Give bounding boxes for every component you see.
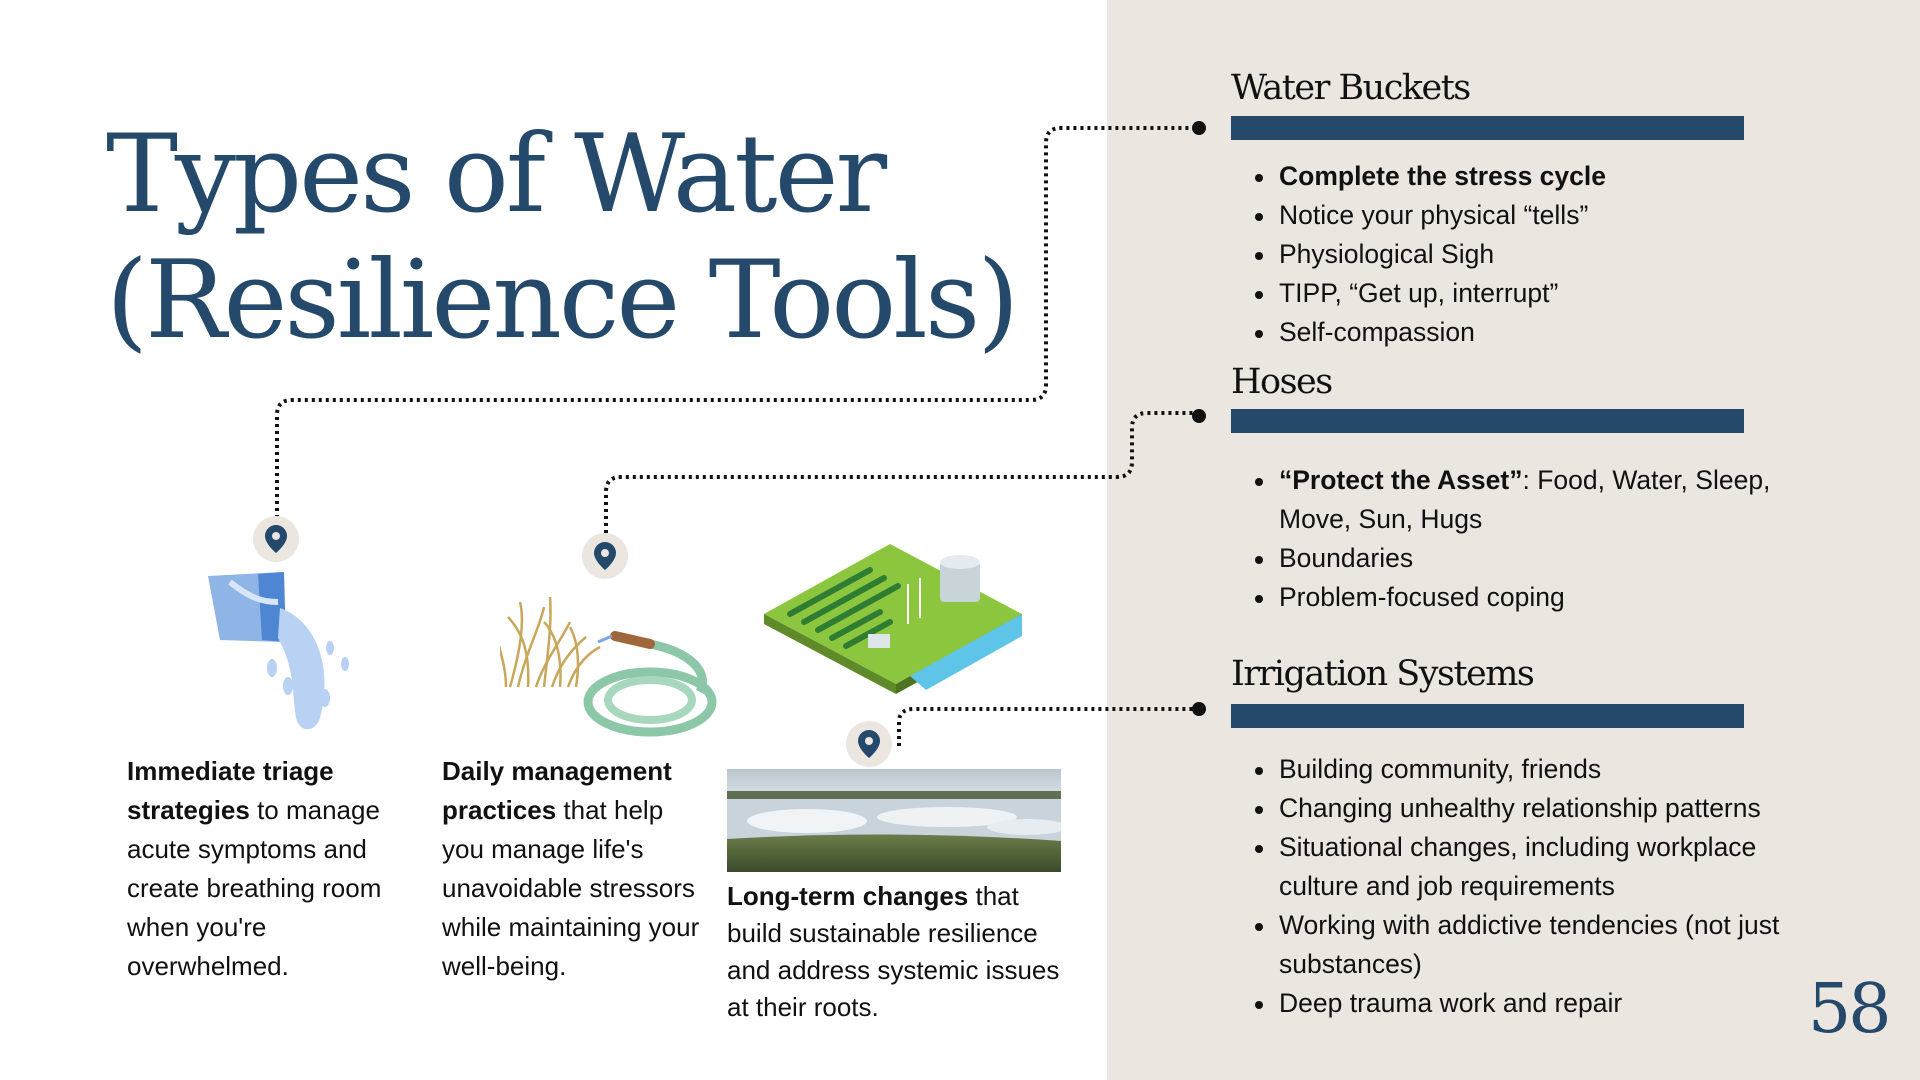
title-line-2: (Resilience Tools) [106,238,1019,363]
connector-buckets [275,126,1195,518]
bullet-list-water-buckets: Complete the stress cycle Notice your ph… [1253,157,1606,352]
section-bar [1231,704,1744,728]
list-item: Situational changes, including workplace… [1255,828,1834,906]
reservoir-landscape-photo [727,769,1061,872]
title-line-1: Types of Water [106,112,887,237]
section-heading-water-buckets: Water Buckets [1231,68,1471,108]
bullet-list-irrigation-systems: Building community, friends Changing unh… [1253,750,1834,1023]
right-panel [1107,0,1920,1080]
list-item: Complete the stress cycle [1255,157,1606,196]
tool-description-hoses: Daily management practices that help you… [442,756,700,981]
list-item: Physiological Sigh [1255,235,1606,274]
section-heading-irrigation-systems: Irrigation Systems [1231,654,1535,694]
bullet-list-hoses: “Protect the Asset”: Food, Water, Sleep,… [1253,461,1839,617]
list-item: Deep trauma work and repair [1255,984,1834,1023]
irrigation-farm-icon [764,544,1022,694]
connector-dot-hoses [1192,409,1206,423]
location-pin-icon [582,533,628,579]
water-bucket-pouring-icon [208,572,349,730]
section-bar [1231,409,1744,433]
garden-hose-icon [500,596,717,737]
list-item: Changing unhealthy relationship patterns [1255,789,1834,828]
list-item: Notice your physical “tells” [1255,196,1606,235]
location-pin-icon [846,721,892,767]
list-item: Building community, friends [1255,750,1834,789]
page-number: 58 [1808,970,1892,1049]
location-pin-icon [253,516,299,562]
list-item: Working with addictive tendencies (not j… [1255,906,1834,984]
list-item: Boundaries [1255,539,1839,578]
tool-description-irrigation: Long-term changes that build sustainable… [727,881,1060,1022]
list-item: “Protect the Asset”: Food, Water, Sleep,… [1255,461,1839,539]
section-bar [1231,116,1744,140]
section-heading-hoses: Hoses [1231,362,1333,402]
connector-hoses [604,411,1195,533]
list-item: Problem-focused coping [1255,578,1839,617]
tool-description-buckets: Immediate triage strategies to manage ac… [127,756,382,981]
list-item: TIPP, “Get up, interrupt” [1255,274,1606,313]
connector-dot-buckets [1192,121,1206,135]
connector-irrigation [897,707,1195,746]
list-item: Self-compassion [1255,313,1606,352]
connector-dot-irrigation [1192,702,1206,716]
page-title: Types of Water (Resilience Tools) [106,112,1019,364]
